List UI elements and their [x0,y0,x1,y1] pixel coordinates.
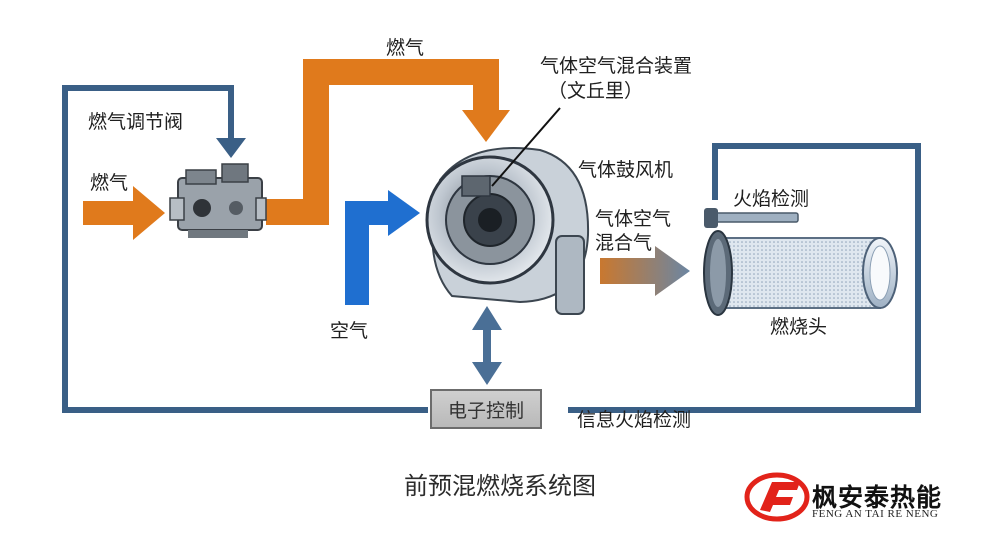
brand-name-cn: 枫安泰热能 [812,483,943,512]
diagram-title: 前预混燃烧系统图 [404,472,596,500]
mixed-gas-label-line2: 混合气 [595,232,653,254]
gas-valve-label: 燃气调节阀 [88,111,184,133]
controller-link-arrow-down [472,362,502,385]
brand-logo-mark [744,472,810,522]
mixer-label: 气体空气混合装置 [540,55,693,77]
venturi-label: （文丘里） [548,80,644,102]
air-path [345,201,390,305]
valve-control-arrowhead [216,138,246,158]
air-arrowhead [388,190,420,236]
flame-signal-line [568,143,921,413]
blower-device [425,147,590,315]
mixed-gas-arrow [600,246,690,296]
gas-valve-device [169,163,267,238]
gas-inlet-arrow [83,186,165,240]
controller-link-arrow-up [472,306,502,330]
gas-inlet-label: 燃气 [90,172,129,194]
control-loop-line [62,85,428,413]
gas-supply-path [266,59,499,225]
flame-detect-label: 火焰检测 [733,188,810,210]
gas-supply-arrowhead [462,110,510,142]
burner-head-label: 燃烧头 [770,316,828,338]
flame-detector-probe [704,208,799,228]
electronic-controller: 电子控制 [430,389,542,429]
blower-label: 气体鼓风机 [578,159,674,181]
gas-top-label: 燃气 [386,37,425,59]
air-label: 空气 [330,320,369,342]
mixed-gas-label-line1: 气体空气 [595,208,672,230]
signal-label: 信息火焰检测 [577,409,692,431]
brand-name-en: FENG AN TAI RE NENG [812,508,939,520]
burner-head-device [703,230,898,316]
mixer-pointer-line [491,107,561,187]
